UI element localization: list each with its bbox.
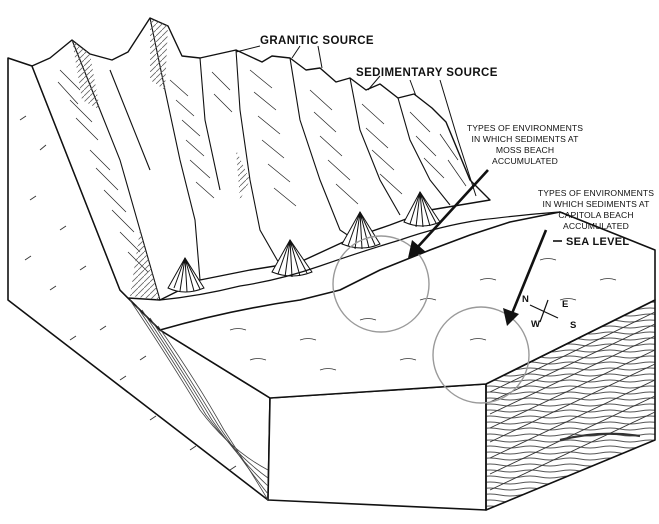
compass-w: W <box>531 319 540 330</box>
svg-text:ACCUMULATED: ACCUMULATED <box>492 156 558 166</box>
sedimentary-source-label: SEDIMENTARY SOURCE <box>356 67 498 79</box>
svg-text:TYPES OF ENVIRONMENTS: TYPES OF ENVIRONMENTS <box>467 123 583 133</box>
sea-level-label: SEA LEVEL <box>566 236 629 248</box>
front-slab <box>268 384 486 510</box>
compass-n: N <box>522 294 529 305</box>
svg-text:IN WHICH SEDIMENTS AT: IN WHICH SEDIMENTS AT <box>472 134 580 144</box>
svg-text:IN WHICH SEDIMENTS AT: IN WHICH SEDIMENTS AT <box>543 199 651 209</box>
compass-e: E <box>562 299 568 310</box>
moss-beach-label: TYPES OF ENVIRONMENTS IN WHICH SEDIMENTS… <box>467 123 583 166</box>
svg-text:MOSS BEACH: MOSS BEACH <box>496 145 554 155</box>
svg-text:CAPITOLA BEACH: CAPITOLA BEACH <box>558 210 633 220</box>
svg-text:TYPES OF ENVIRONMENTS: TYPES OF ENVIRONMENTS <box>538 188 654 198</box>
compass-s: S <box>570 320 576 331</box>
granitic-source-label: GRANITIC SOURCE <box>260 35 374 47</box>
svg-text:ACCUMULATED: ACCUMULATED <box>563 221 629 231</box>
